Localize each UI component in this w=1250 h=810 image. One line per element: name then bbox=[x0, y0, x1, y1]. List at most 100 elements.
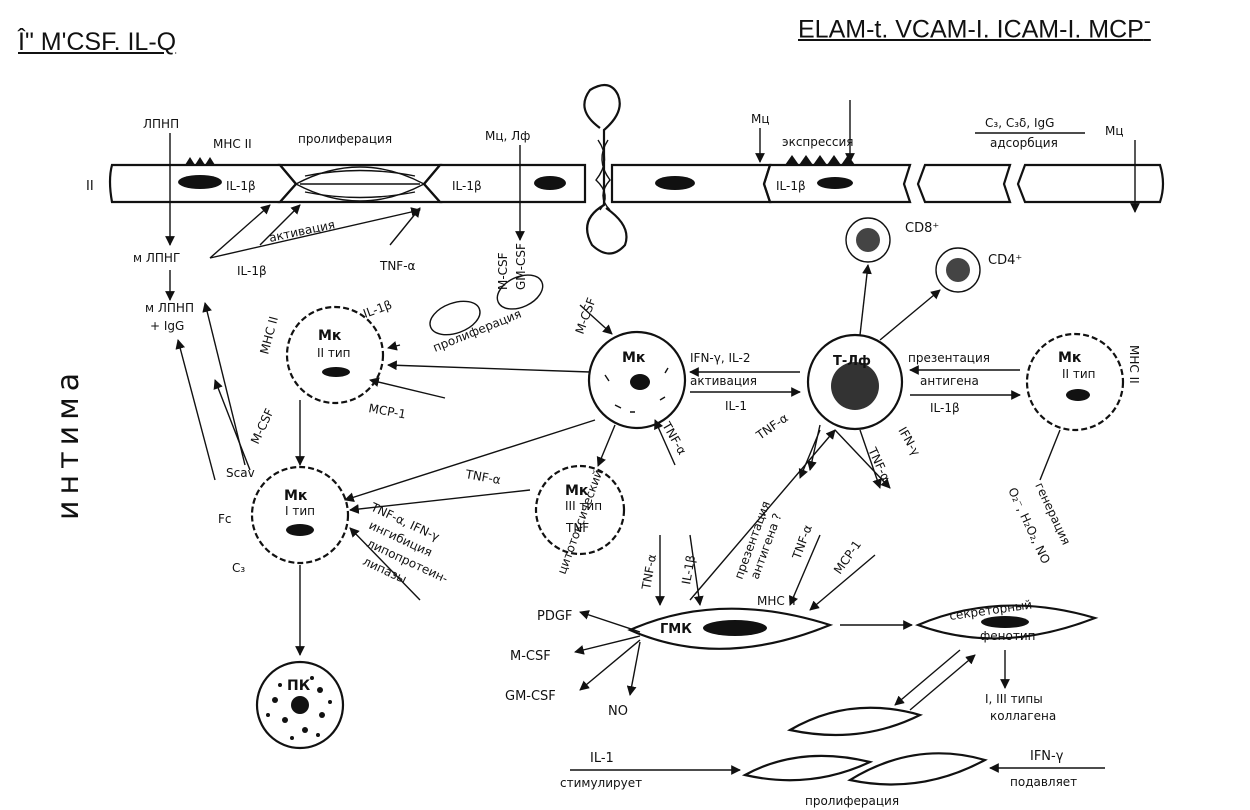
mk2-left-label: Мк bbox=[318, 328, 342, 344]
secretory-2-label: фенотип bbox=[980, 629, 1035, 643]
endothelium-layer: II ЛПНП MHC II IL-1β пролиферация IL-1β … bbox=[86, 83, 1165, 255]
prolif-cell-3 bbox=[847, 752, 988, 786]
ifn-t-label: IFN-γ bbox=[895, 425, 923, 459]
expression-bumps bbox=[785, 155, 855, 165]
mcsf-mid-label: M-CSF bbox=[248, 406, 277, 446]
collagen-2-label: коллагена bbox=[990, 709, 1056, 723]
header-right-text: ELAM-t. VCAM-I. ICAM-I. MCP- bbox=[798, 10, 1151, 44]
endothelial-cell-3 bbox=[422, 163, 587, 204]
mc-top-label: Мц bbox=[751, 112, 770, 126]
presentation-1-label: презентация bbox=[908, 351, 990, 365]
macrophage-type1 bbox=[250, 465, 350, 565]
macrophage-center bbox=[587, 330, 687, 430]
header-left-text: Î" M'CSF. IL-Q bbox=[18, 28, 177, 56]
mk1-type: I тип bbox=[285, 504, 315, 518]
mhc-left-label: MHC II bbox=[257, 315, 281, 356]
m-ldl-igg-2: + IgG bbox=[150, 319, 184, 333]
mc-right-label: Мц bbox=[1105, 124, 1124, 138]
intima-side-label: интима bbox=[51, 367, 86, 520]
endothelial-cell-7 bbox=[1016, 163, 1165, 204]
adsorption-label: адсорбция bbox=[990, 136, 1058, 150]
mk2-right-type: II тип bbox=[1062, 367, 1096, 381]
activation-mid-label: активация bbox=[690, 374, 757, 388]
proliferation-bottom-label: пролиферация bbox=[805, 794, 899, 808]
pdgf-label: PDGF bbox=[537, 609, 572, 624]
tnf-t1-label: TNF-α bbox=[753, 411, 791, 443]
mhc-bumps bbox=[185, 157, 215, 165]
mhc-label: MHC II bbox=[213, 137, 252, 151]
cd4-label: CD4⁺ bbox=[988, 253, 1022, 268]
smc-label: ГМК bbox=[660, 622, 692, 637]
migrating-cell bbox=[583, 83, 628, 255]
smooth-muscle-cell bbox=[627, 607, 834, 650]
mhc-smc-label: MHC II bbox=[757, 594, 796, 608]
mc-lf-label: Мц, Лф bbox=[485, 129, 530, 143]
il1-label-c: IL-1β bbox=[776, 179, 806, 193]
cells: Мк Мк II тип Т-Лф CD8⁺ CD4⁺ Мк II тип Мк… bbox=[250, 217, 1125, 786]
il1-left-label: IL-1β bbox=[237, 264, 267, 278]
foam-cell bbox=[255, 660, 345, 750]
m-ldl-label: м ЛПНГ bbox=[133, 251, 180, 265]
macrophage-type2-right bbox=[1025, 332, 1125, 432]
nucleus-1 bbox=[178, 175, 222, 189]
gmcsf-vertical-label: GM-CSF bbox=[514, 243, 528, 290]
endothelial-cell-5 bbox=[762, 163, 912, 204]
pk-label: ПК bbox=[287, 678, 311, 694]
activation-top-label: активация bbox=[268, 217, 336, 245]
ifn-bottom-label: IFN-γ bbox=[1030, 749, 1064, 764]
t-lymphocyte-nucleus bbox=[831, 362, 879, 410]
cd8-cell bbox=[845, 217, 891, 263]
mk2-right-label: Мк bbox=[1058, 350, 1082, 366]
mcp-smc-label: MCP-1 bbox=[831, 538, 864, 577]
secretory-cell bbox=[915, 604, 1099, 640]
stimulates-label: стимулирует bbox=[560, 776, 642, 790]
macrophage-center-label: Мк bbox=[622, 350, 646, 366]
tnf-smc1-label: TNF-α bbox=[639, 553, 659, 591]
mcp1-label: MCP-1 bbox=[367, 401, 407, 421]
il1-bottom-label: IL-1 bbox=[590, 751, 614, 766]
scav-label: Scav bbox=[226, 466, 255, 480]
gmcsf-out-label: GM-CSF bbox=[505, 689, 556, 704]
il1-right-label: IL-1β bbox=[930, 401, 960, 415]
collagen-1-label: I, III типы bbox=[985, 692, 1043, 706]
il1-mk2-label: IL-1β bbox=[361, 298, 394, 321]
prolif-small-2 bbox=[496, 274, 544, 310]
layer-label: II bbox=[86, 179, 94, 194]
complement-label: C₃, C₃δ, IgG bbox=[985, 116, 1054, 130]
ldl-label: ЛПНП bbox=[143, 117, 179, 131]
il1-mid-label: IL-1 bbox=[725, 399, 747, 413]
il1-smc-label: IL-1β bbox=[679, 554, 698, 586]
macrophage-type2-left bbox=[285, 305, 385, 405]
tnf-t2-label: TNF-α bbox=[865, 444, 893, 483]
suppresses-label: подавляет bbox=[1010, 775, 1077, 789]
proliferation-label-top: пролиферация bbox=[298, 132, 392, 146]
nucleus-5 bbox=[817, 177, 853, 189]
endothelial-cell-6 bbox=[916, 163, 1012, 204]
prolif-cell-2 bbox=[741, 754, 874, 782]
cd4-cell bbox=[935, 247, 981, 293]
m-ldl-igg-1: м ЛПНП bbox=[145, 301, 194, 315]
prolif-cell-1 bbox=[786, 706, 924, 737]
mhc-right-label: MHC II bbox=[1127, 345, 1141, 384]
nucleus-3 bbox=[534, 176, 566, 190]
mk1-label: Мк bbox=[284, 488, 308, 504]
cd8-label: CD8⁺ bbox=[905, 221, 939, 236]
il1-label-b: IL-1β bbox=[452, 179, 482, 193]
macrophage-type3 bbox=[534, 464, 626, 556]
presentation-2-label: антигена bbox=[920, 374, 979, 388]
mk2-left-type: II тип bbox=[317, 346, 351, 360]
c3-label: C₃ bbox=[232, 561, 245, 575]
nucleus-4 bbox=[655, 176, 695, 190]
arrows bbox=[165, 100, 1140, 775]
prolif-small-1 bbox=[429, 300, 481, 336]
fc-label: Fc bbox=[218, 512, 232, 526]
expression-label: экспрессия bbox=[782, 135, 854, 149]
proliferation-mid-label: пролиферация bbox=[431, 307, 523, 355]
header-right-main: ELAM-t. VCAM-I. ICAM-I. MCP bbox=[798, 15, 1144, 44]
mcsf-out-label: M-CSF bbox=[510, 649, 551, 664]
no-label: NO bbox=[608, 704, 628, 719]
header-right-sup: - bbox=[1143, 10, 1151, 33]
mk3-tnf-label: TNF bbox=[565, 521, 589, 535]
mk3-label: Мк bbox=[565, 483, 589, 499]
